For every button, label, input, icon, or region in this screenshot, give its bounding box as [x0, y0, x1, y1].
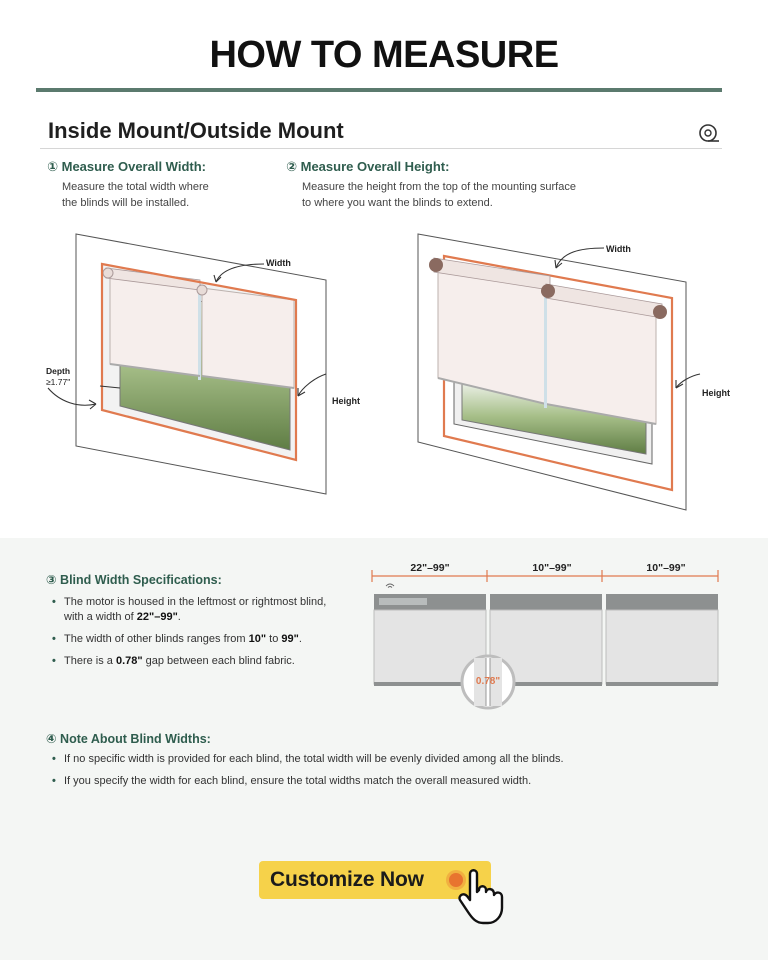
step4-title: ④ Note About Blind Widths: — [46, 732, 211, 746]
step3-bullet2-bold2: 99" — [281, 633, 299, 645]
section-heading: Inside Mount/Outside Mount — [48, 118, 344, 143]
wifi-icon — [385, 583, 395, 588]
step3-bullet3-post: gap between each blind fabric. — [142, 655, 295, 667]
step3-bullet2-post: . — [298, 633, 302, 645]
outside-mount-diagram: Width Height — [417, 233, 730, 511]
step1-title: ① Measure Overall Width: — [47, 159, 206, 174]
step3-bullet2-text: The width of other blinds ranges from — [64, 633, 249, 645]
step2-text-line2: to where you want the blinds to extend. — [302, 197, 493, 209]
inside-width-label: Width — [266, 258, 291, 268]
page-title: HOW TO MEASURE — [209, 34, 559, 76]
step1-text-line2: the blinds will be installed. — [62, 197, 190, 209]
section-divider — [40, 148, 722, 149]
step3-bullet1-line2: with a width of — [64, 611, 137, 623]
step3-bullet1-bold: 22"–99" — [136, 611, 178, 623]
step4-bullets: If no specific width is provided for eac… — [52, 752, 732, 796]
customize-now-button[interactable]: Customize Now — [259, 861, 491, 899]
step4-bullet-1: If no specific width is provided for eac… — [52, 752, 732, 767]
step2-title: ② Measure Overall Height: — [286, 159, 450, 174]
outside-width-label: Width — [606, 244, 631, 254]
step3-bullet-3: There is a 0.78" gap between each blind … — [52, 654, 352, 669]
step3-bullets: The motor is housed in the leftmost or r… — [52, 595, 352, 676]
measuring-tape-icon — [699, 124, 719, 142]
step4-bullet1-text: If no specific width is provided for eac… — [64, 753, 564, 765]
step1-text: Measure the total width where the blinds… — [62, 179, 209, 211]
step3-bullet3-text: There is a — [64, 655, 116, 667]
customize-now-label: Customize Now — [270, 868, 424, 891]
pointing-hand-icon — [458, 869, 504, 925]
step3-bullet-1: The motor is housed in the leftmost or r… — [52, 595, 352, 625]
step3-bullet2-bold1: 10" — [248, 633, 267, 645]
step4-bullet2-text: If you specify the width for each blind,… — [64, 775, 532, 787]
blind2-width-label: 10"–99" — [532, 562, 571, 574]
step3-bullet1-post: . — [177, 611, 181, 623]
step2-text: Measure the height from the top of the m… — [302, 179, 576, 211]
gap-label: 0.78" — [476, 676, 500, 687]
blind1-width-label: 22"–99" — [410, 562, 449, 574]
outside-height-label: Height — [702, 388, 730, 398]
depth-label: Depth — [46, 366, 70, 376]
inside-height-label: Height — [332, 396, 360, 406]
title-divider — [36, 88, 722, 92]
click-indicator — [449, 873, 463, 887]
step1-text-line1: Measure the total width where — [62, 181, 209, 193]
blind3-width-label: 10"–99" — [646, 562, 685, 574]
step3-bullet2-mid: to — [266, 633, 282, 645]
inside-mount-diagram: Width Height Depth ≥1.77" — [46, 233, 360, 495]
depth-value: ≥1.77" — [46, 377, 70, 387]
step2-text-line1: Measure the height from the top of the m… — [302, 181, 576, 193]
step4-bullet-2: If you specify the width for each blind,… — [52, 774, 732, 789]
step3-bullet3-bold: 0.78" — [115, 655, 143, 667]
step3-title: ③ Blind Width Specifications: — [46, 573, 222, 587]
step3-bullet-2: The width of other blinds ranges from 10… — [52, 632, 352, 647]
step3-bullet1-text: The motor is housed in the leftmost or r… — [64, 596, 327, 608]
blind-width-diagram: 22"–99" 10"–99" 10"–99" 0.78" — [371, 562, 719, 710]
